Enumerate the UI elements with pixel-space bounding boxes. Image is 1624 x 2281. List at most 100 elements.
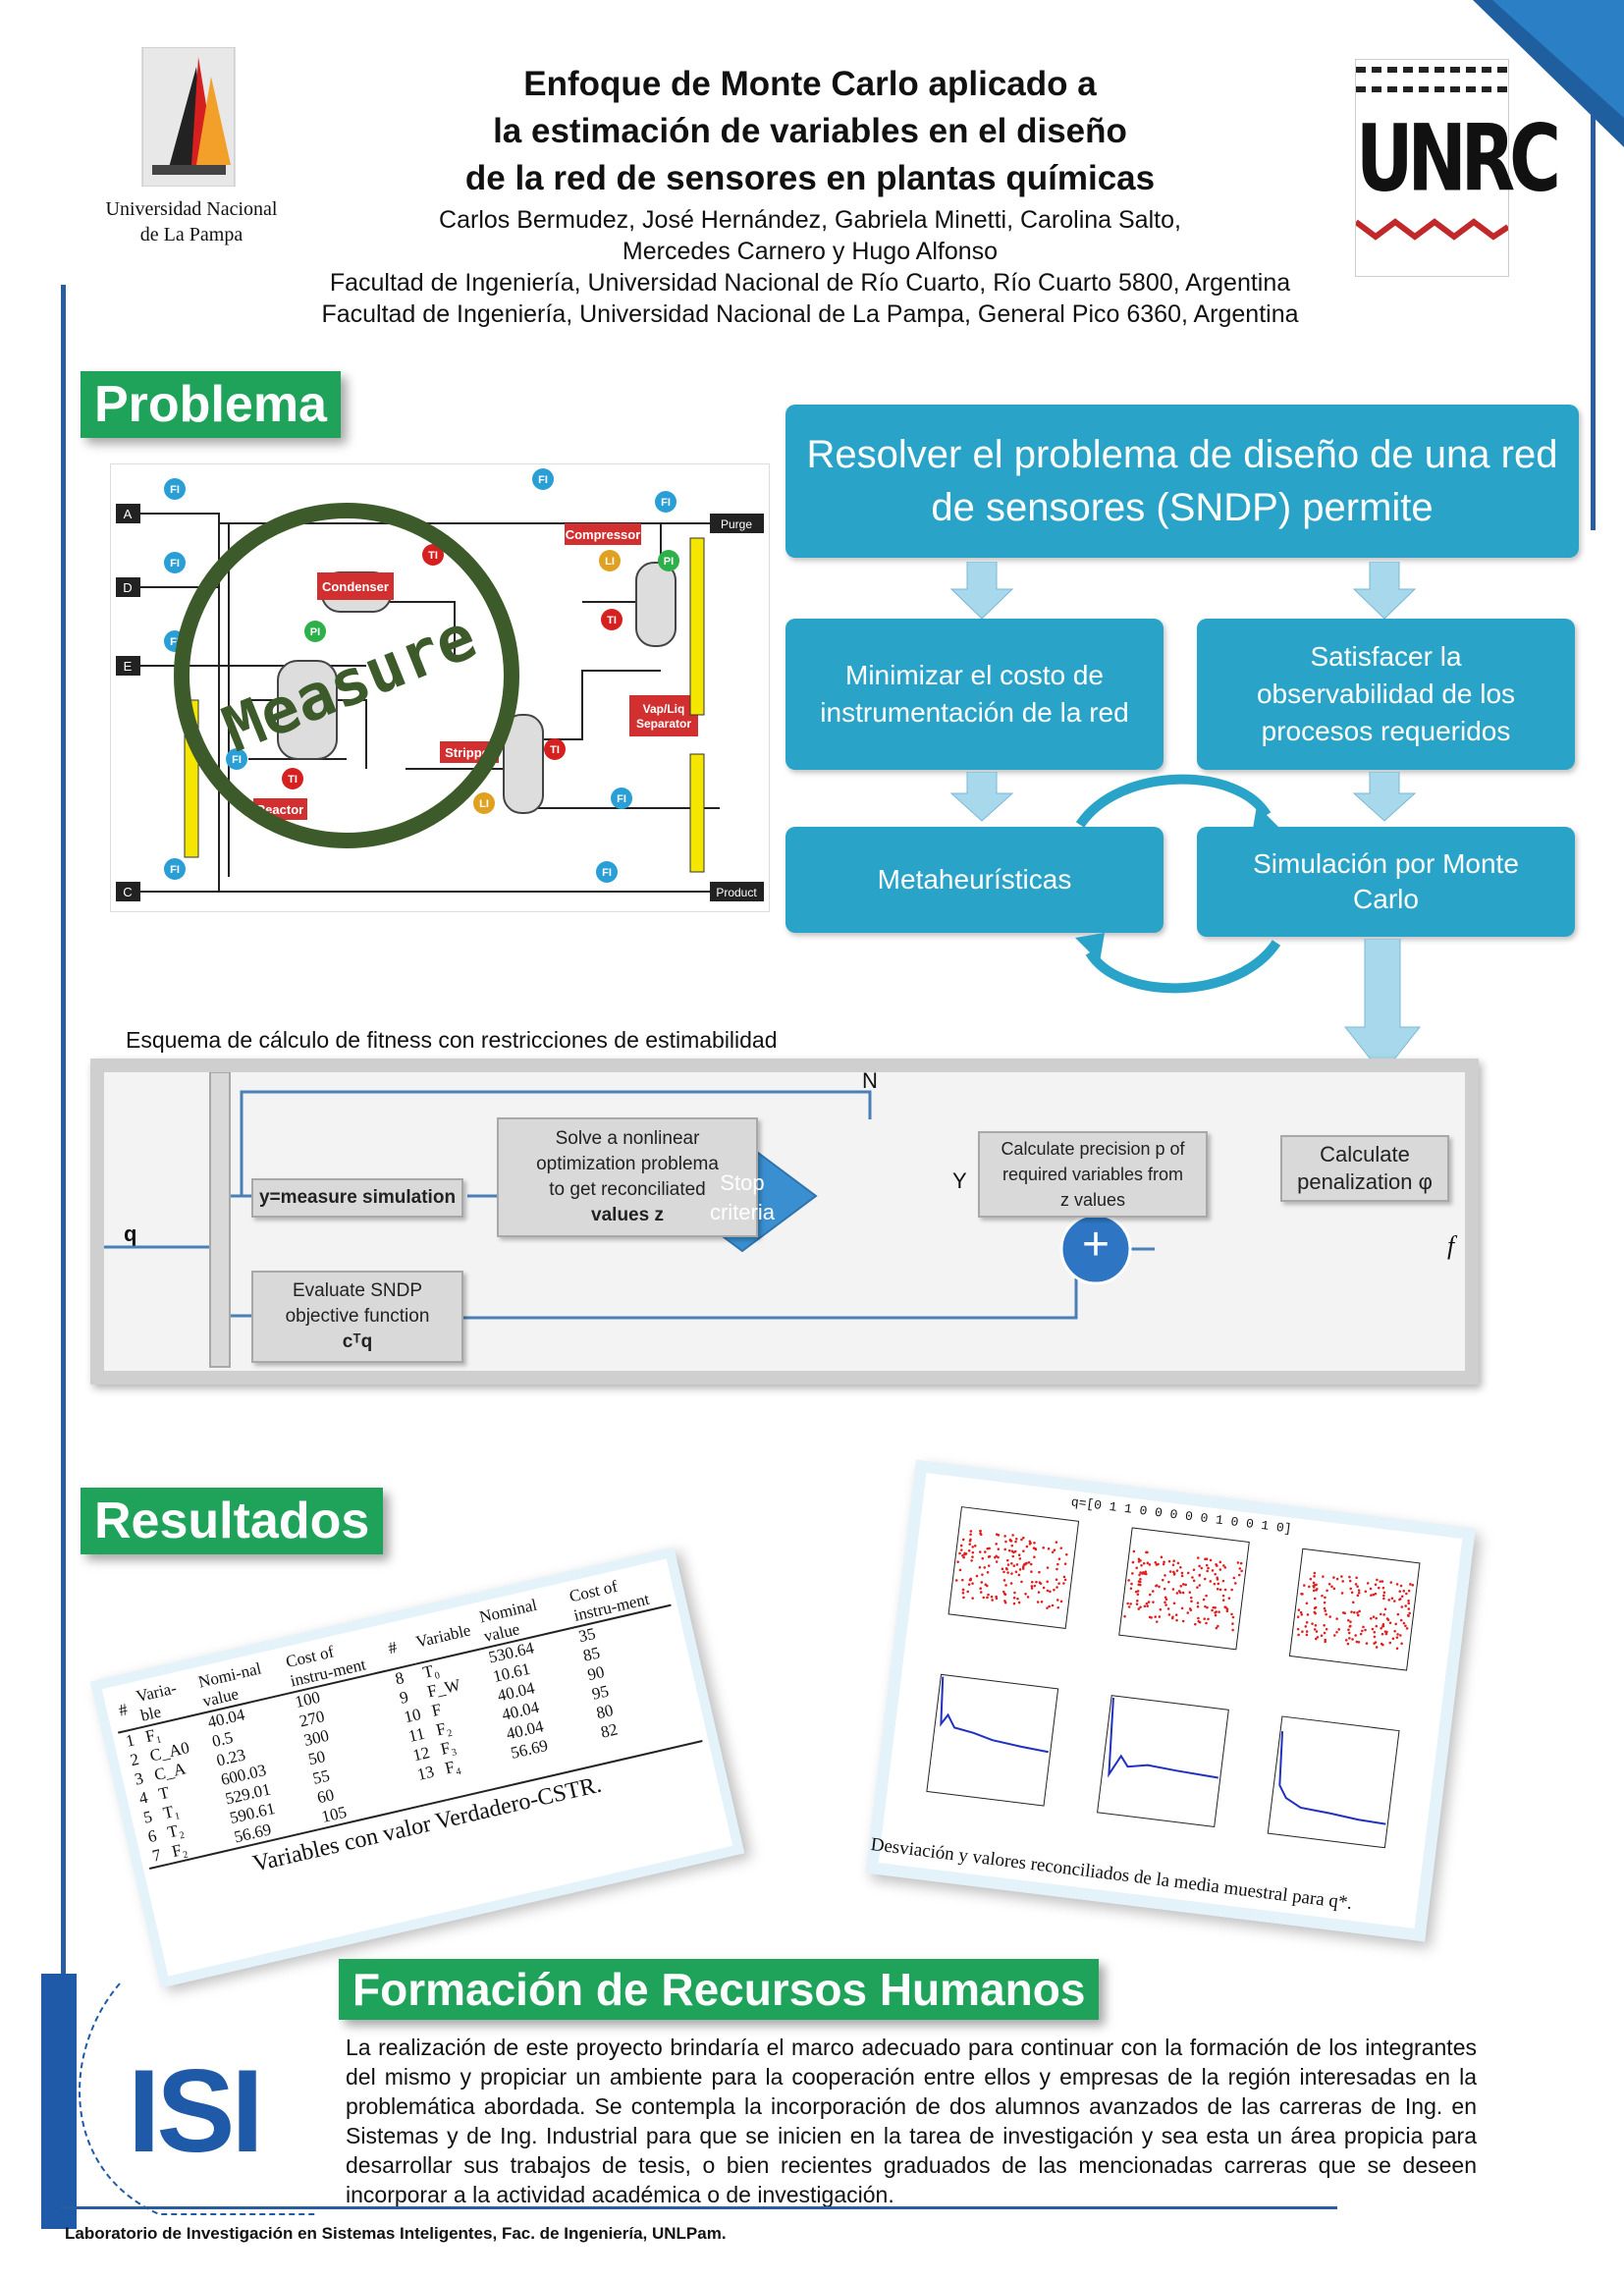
scatter-point xyxy=(1354,1634,1357,1637)
scatter-point xyxy=(1188,1607,1192,1610)
results-table-card: # Varia-ble Nomi-nal value Cost of instr… xyxy=(89,1547,745,1988)
scatter-point xyxy=(1366,1582,1370,1585)
scatter-point xyxy=(986,1596,989,1600)
scatter-point xyxy=(1305,1633,1309,1637)
scatter-point xyxy=(1154,1560,1158,1564)
stop-line: criteria xyxy=(709,1200,775,1224)
scatter-point xyxy=(1148,1593,1152,1597)
scatter-point xyxy=(1017,1601,1021,1604)
scatter-point xyxy=(1025,1561,1028,1565)
scatter-point xyxy=(1315,1630,1319,1633)
precision-line: required variables from xyxy=(1001,1165,1184,1184)
scatter-point xyxy=(1395,1583,1399,1586)
pattern-icon xyxy=(1356,60,1508,99)
scatter-point xyxy=(978,1565,982,1569)
scatter-point xyxy=(1395,1647,1399,1651)
scatter-point xyxy=(1033,1541,1036,1545)
scatter-point xyxy=(1374,1592,1378,1596)
scatter-point xyxy=(979,1530,982,1533)
scatter-point xyxy=(1057,1557,1061,1560)
scatter-point xyxy=(1184,1583,1187,1587)
scatter-point xyxy=(954,1579,958,1582)
penalization-line: Calculate xyxy=(1320,1142,1410,1167)
scatter-point xyxy=(1325,1627,1328,1631)
scatter-point xyxy=(1407,1607,1411,1610)
scatter-point xyxy=(1359,1632,1363,1636)
scatter-point xyxy=(1181,1591,1185,1595)
scatter-point xyxy=(986,1571,990,1574)
scatter-point xyxy=(1014,1538,1018,1541)
solve-line: Solve a nonlinear xyxy=(555,1128,700,1149)
scatter-point xyxy=(1209,1580,1213,1583)
scatter-point xyxy=(1407,1614,1410,1618)
scatter-point xyxy=(1038,1581,1042,1584)
footer-text: Laboratorio de Investigación en Sistemas… xyxy=(65,2224,727,2243)
scatter-point xyxy=(1056,1567,1058,1571)
scatter-point xyxy=(1174,1613,1178,1617)
svg-text:Product: Product xyxy=(716,886,757,899)
scatter-point xyxy=(1164,1603,1167,1606)
svg-text:Purge: Purge xyxy=(721,517,752,531)
scatter-point xyxy=(1214,1572,1218,1576)
scatter-point xyxy=(995,1560,999,1563)
scatter-point xyxy=(1332,1587,1336,1591)
right-logo: UNRC xyxy=(1354,59,1561,277)
scatter-point xyxy=(987,1564,991,1567)
scatter-point xyxy=(997,1548,1001,1551)
unlpam-logo-icon xyxy=(141,46,236,188)
scatter-point xyxy=(1404,1624,1407,1628)
scatter-point xyxy=(1356,1594,1360,1598)
scatter-point xyxy=(1214,1611,1217,1614)
scatter-point xyxy=(1326,1589,1328,1593)
scatter-point xyxy=(1215,1626,1218,1630)
scatter-point xyxy=(983,1550,987,1553)
scatter-point xyxy=(1144,1570,1148,1574)
scatter-point xyxy=(1179,1566,1182,1569)
scatter-point xyxy=(970,1559,973,1562)
scatter-point xyxy=(1232,1576,1236,1580)
scatter-point xyxy=(1001,1567,1004,1571)
scatter-point xyxy=(1038,1570,1041,1574)
scatter-point xyxy=(1206,1605,1209,1609)
scatter-point xyxy=(971,1597,974,1600)
scatter-point xyxy=(1394,1622,1397,1626)
scatter-point xyxy=(1207,1617,1210,1621)
scatter-point xyxy=(1030,1580,1034,1584)
authors-line: Mercedes Carnero y Hugo Alfonso xyxy=(622,238,999,265)
scatter-point xyxy=(1186,1611,1190,1614)
scatter-point xyxy=(1349,1620,1352,1623)
scatter-point xyxy=(1001,1590,1005,1594)
scatter-point xyxy=(1395,1636,1399,1640)
flow-main-box: Resolver el problema de diseño de una re… xyxy=(785,405,1579,558)
scatter-point xyxy=(1046,1580,1049,1584)
scatter-point xyxy=(1139,1571,1142,1574)
scatter-point xyxy=(1147,1601,1151,1603)
scatter-point xyxy=(1030,1587,1034,1590)
scatter-point xyxy=(1127,1579,1130,1582)
scatter-point xyxy=(1179,1585,1183,1588)
scatter-point xyxy=(1218,1610,1220,1613)
svg-text:FI: FI xyxy=(538,474,548,486)
scatter-point xyxy=(1049,1590,1052,1594)
penalization-box: Calculate penalization φ xyxy=(1280,1135,1449,1202)
scatter-point xyxy=(1037,1591,1041,1594)
scatter-point xyxy=(1305,1602,1309,1605)
scatter-point xyxy=(1123,1614,1126,1618)
svg-text:D: D xyxy=(123,580,132,595)
scatter-point xyxy=(1056,1586,1058,1589)
scatter-point xyxy=(1040,1601,1044,1603)
scatter-point xyxy=(1012,1602,1016,1605)
scatter-point xyxy=(967,1583,971,1586)
scatter-point xyxy=(1180,1574,1184,1578)
scatter-point xyxy=(1137,1560,1141,1563)
scatter-point xyxy=(1155,1584,1158,1588)
scatter-point xyxy=(1020,1580,1023,1584)
scatter-point xyxy=(971,1546,975,1548)
scatter-point xyxy=(1002,1570,1005,1574)
scatter-point xyxy=(1003,1601,1007,1604)
scatter-point xyxy=(1405,1592,1408,1596)
scatter-point xyxy=(1020,1538,1023,1542)
scatter-point xyxy=(1036,1601,1040,1603)
scatter-point xyxy=(1299,1610,1303,1614)
scatter-point xyxy=(1021,1565,1025,1568)
